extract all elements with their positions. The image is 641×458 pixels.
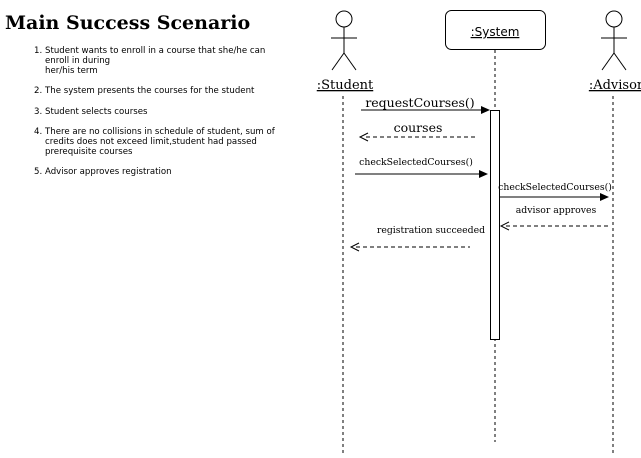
arrowhead-icon: [600, 193, 609, 201]
step-number: 3.: [34, 107, 42, 117]
open-arrowhead-icon: [499, 221, 510, 231]
scenario-step-1: 1. Student wants to enroll in a course t…: [34, 46, 265, 76]
student-actor: :Student: [317, 10, 374, 93]
message-label: courses: [394, 120, 443, 135]
message-label: requestCourses(): [365, 95, 474, 110]
message-check-selected-courses: checkSelectedCourses(): [355, 157, 488, 178]
step-number: 1.: [34, 46, 42, 56]
scenario-title: Main Success Scenario: [5, 12, 250, 34]
advisor-stick-figure-icon: [601, 10, 627, 71]
step-line: her/his term: [45, 66, 98, 76]
step-number: 4.: [34, 127, 42, 137]
step-line: prerequisite courses: [45, 147, 133, 157]
step-line: The system presents the courses for the …: [44, 86, 255, 96]
step-line: Student selects courses: [45, 107, 148, 117]
message-label: advisor approves: [516, 205, 597, 216]
open-arrowhead-icon: [349, 242, 360, 252]
step-number: 2.: [34, 86, 42, 96]
step-number: 5.: [34, 167, 42, 177]
message-label: registration succeeded: [377, 225, 485, 236]
message-courses-return: courses: [358, 120, 478, 142]
advisor-actor: :Advisor: [589, 10, 641, 93]
scenario-step-4: 4. There are no collisions in schedule o…: [34, 127, 276, 157]
step-line: Student wants to enroll in a course that…: [45, 46, 265, 56]
arrowhead-icon: [481, 106, 490, 114]
step-line: enroll in during: [45, 56, 110, 66]
open-arrowhead-icon: [358, 132, 369, 142]
message-label: checkSelectedCourses(): [498, 182, 612, 193]
message-check-selected-courses-advisor: checkSelectedCourses(): [498, 182, 612, 201]
system-box: [445, 10, 546, 50]
system-participant: :System: [445, 10, 546, 50]
student-stick-figure-icon: [331, 10, 357, 71]
arrowhead-icon: [479, 170, 488, 178]
message-label: checkSelectedCourses(): [359, 157, 473, 168]
system-activation-bar: [490, 110, 500, 340]
step-line: There are no collisions in schedule of s…: [44, 127, 276, 137]
scenario-step-2: 2. The system presents the courses for t…: [34, 86, 255, 96]
advisor-label: :Advisor: [589, 78, 641, 93]
system-label: :System: [471, 25, 520, 39]
step-line: Advisor approves registration: [45, 167, 172, 177]
message-registration-succeeded: registration succeeded: [349, 225, 485, 252]
message-request-courses: requestCourses(): [361, 95, 490, 114]
student-label: :Student: [317, 78, 374, 93]
message-advisor-approves: advisor approves: [499, 205, 609, 231]
scenario-step-3: 3. Student selects courses: [34, 107, 148, 117]
scenario-step-5: 5. Advisor approves registration: [34, 167, 172, 177]
step-line: credits does not exceed limit,student ha…: [45, 137, 257, 147]
